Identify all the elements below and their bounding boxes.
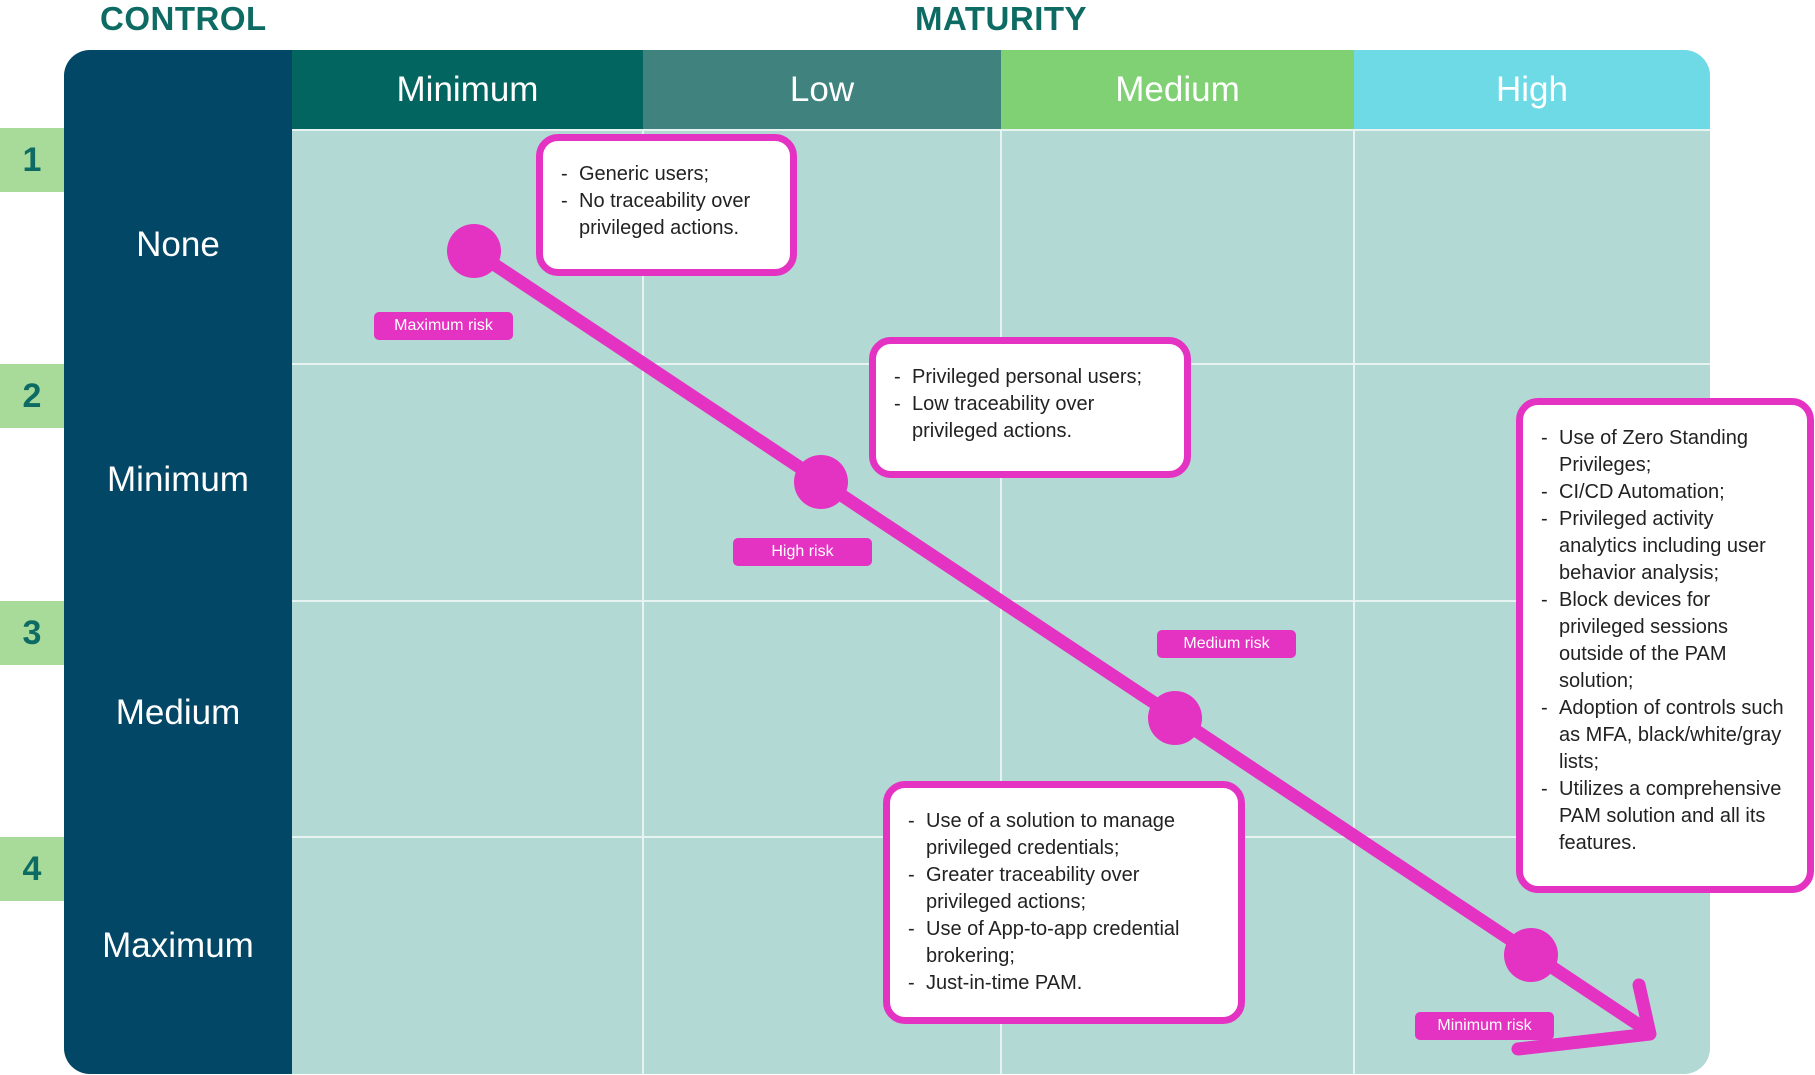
bullet-item: Greater traceability over privileged act… [908, 862, 1220, 916]
row-label-medium: Medium [64, 663, 292, 763]
trend-line [467, 244, 1652, 1036]
header-label: Minimum [396, 69, 539, 109]
header-label: Low [789, 69, 855, 109]
bullet-item: Privileged personal users; [894, 364, 1166, 391]
level-badge-3: 3 [0, 601, 64, 665]
bullet-list: Use of a solution to manage privileged c… [908, 808, 1220, 997]
bullet-item: No traceability over privileged actions. [561, 188, 772, 242]
risk-label-minimum: Minimum risk [1415, 1012, 1554, 1040]
row-label-text: Medium [115, 693, 241, 732]
bullet-item: Use of App-to-app credential brokering; [908, 916, 1220, 970]
bullet-list: Privileged personal users; Low traceabil… [894, 364, 1166, 445]
bullet-item: Use of a solution to manage privileged c… [908, 808, 1220, 862]
header-low: Low [643, 50, 1001, 129]
bullet-item: Just-in-time PAM. [908, 970, 1220, 997]
bullet-item: Use of Zero Standing Privileges; [1541, 425, 1789, 479]
marker-medium-risk [1148, 691, 1202, 745]
row-label-minimum: Minimum [64, 430, 292, 530]
bullet-item: Block devices for privileged sessions ou… [1541, 587, 1789, 695]
control-heading: CONTROL [100, 0, 267, 37]
header-high: High [1354, 50, 1710, 129]
bullet-item: Generic users; [561, 161, 772, 188]
row-label-text: Maximum [102, 926, 254, 965]
row-label-none: None [64, 195, 292, 295]
risk-label-maximum: Maximum risk [374, 312, 513, 340]
level-badge-2: 2 [0, 364, 64, 428]
level-badge-4: 4 [0, 837, 64, 901]
info-box-minimum-risk: Use of Zero Standing Privileges; CI/CD A… [1516, 398, 1814, 893]
arrow-head-icon [1511, 978, 1657, 1056]
grid-line [292, 129, 1710, 131]
marker-maximum-risk [447, 224, 501, 278]
level-badge-1: 1 [0, 128, 64, 192]
row-label-maximum: Maximum [64, 896, 292, 996]
header-label: Medium [1115, 69, 1240, 109]
bullet-item: CI/CD Automation; [1541, 479, 1789, 506]
bullet-item: Utilizes a comprehensive PAM solution an… [1541, 776, 1789, 857]
info-box-medium-risk: Use of a solution to manage privileged c… [883, 781, 1245, 1024]
bullet-item: Privileged activity analytics including … [1541, 506, 1789, 587]
header-label: High [1496, 69, 1568, 109]
info-box-high-risk: Privileged personal users; Low traceabil… [869, 337, 1191, 478]
risk-label-medium: Medium risk [1157, 630, 1296, 658]
row-label-text: Minimum [107, 460, 249, 499]
bullet-item: Adoption of controls such as MFA, black/… [1541, 695, 1789, 776]
info-box-maximum-risk: Generic users; No traceability over priv… [536, 134, 797, 276]
risk-label-high: High risk [733, 538, 872, 566]
control-column [64, 50, 292, 1074]
bullet-list: Use of Zero Standing Privileges; CI/CD A… [1541, 425, 1789, 857]
marker-minimum-risk [1504, 928, 1558, 982]
header-minimum: Minimum [292, 50, 643, 129]
header-medium: Medium [1001, 50, 1354, 129]
marker-high-risk [794, 455, 848, 509]
bullet-item: Low traceability over privileged actions… [894, 391, 1166, 445]
row-label-text: None [136, 225, 220, 264]
maturity-heading: MATURITY [915, 0, 1088, 37]
bullet-list: Generic users; No traceability over priv… [561, 161, 772, 242]
